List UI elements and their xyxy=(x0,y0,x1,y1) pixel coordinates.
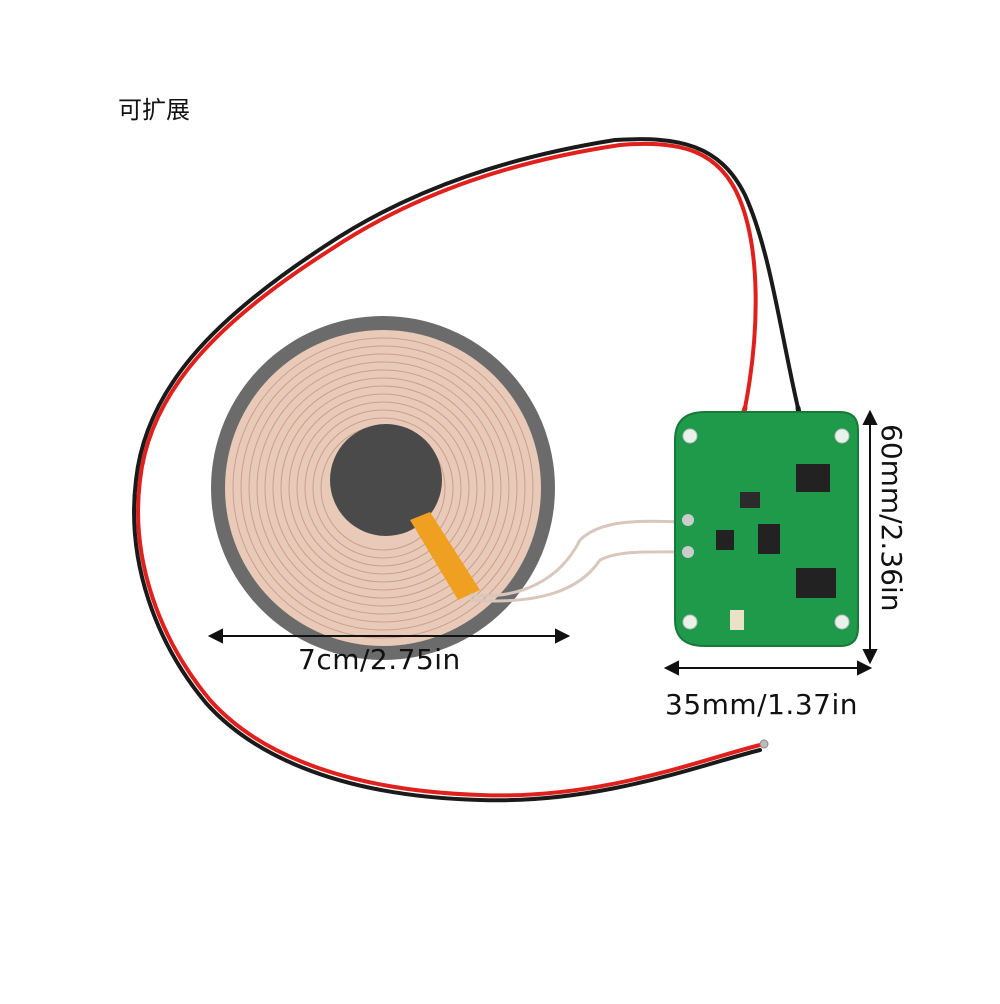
ic-chip xyxy=(796,464,830,492)
dimension-arrows xyxy=(207,409,878,676)
component xyxy=(740,492,760,508)
flex-lead-tape xyxy=(410,512,480,600)
wire-black xyxy=(132,137,800,803)
pcb-height-label-wrap: 60mm/2.36in xyxy=(872,424,912,644)
arrowhead xyxy=(862,409,878,425)
coil-diameter-label: 7cm/2.75in xyxy=(298,643,461,676)
arrowhead xyxy=(663,660,679,676)
solder-pad xyxy=(682,514,694,526)
wire-tip xyxy=(759,739,769,749)
mount-hole xyxy=(834,428,850,444)
pcb-board xyxy=(674,411,859,647)
wire-red xyxy=(136,141,762,798)
power-wires xyxy=(132,137,803,803)
arrowhead xyxy=(555,628,571,644)
pcb-height-label: 60mm/2.36in xyxy=(875,424,908,612)
arrowhead xyxy=(207,628,223,644)
coil-leads xyxy=(469,519,686,603)
mount-hole xyxy=(834,614,850,630)
ic-chip xyxy=(796,568,836,598)
mount-hole xyxy=(682,428,698,444)
component xyxy=(758,524,780,554)
arrowhead xyxy=(862,649,878,665)
pcb-width-label: 35mm/1.37in xyxy=(665,688,858,721)
charging-coil xyxy=(211,316,686,660)
coil-turns xyxy=(232,337,534,639)
mount-hole xyxy=(682,614,698,630)
ferrite-core xyxy=(330,424,442,536)
caption-text: 可扩展 xyxy=(118,96,190,124)
solder-pad xyxy=(682,546,694,558)
arrowhead xyxy=(857,660,873,676)
component xyxy=(716,530,734,550)
component xyxy=(730,610,744,630)
